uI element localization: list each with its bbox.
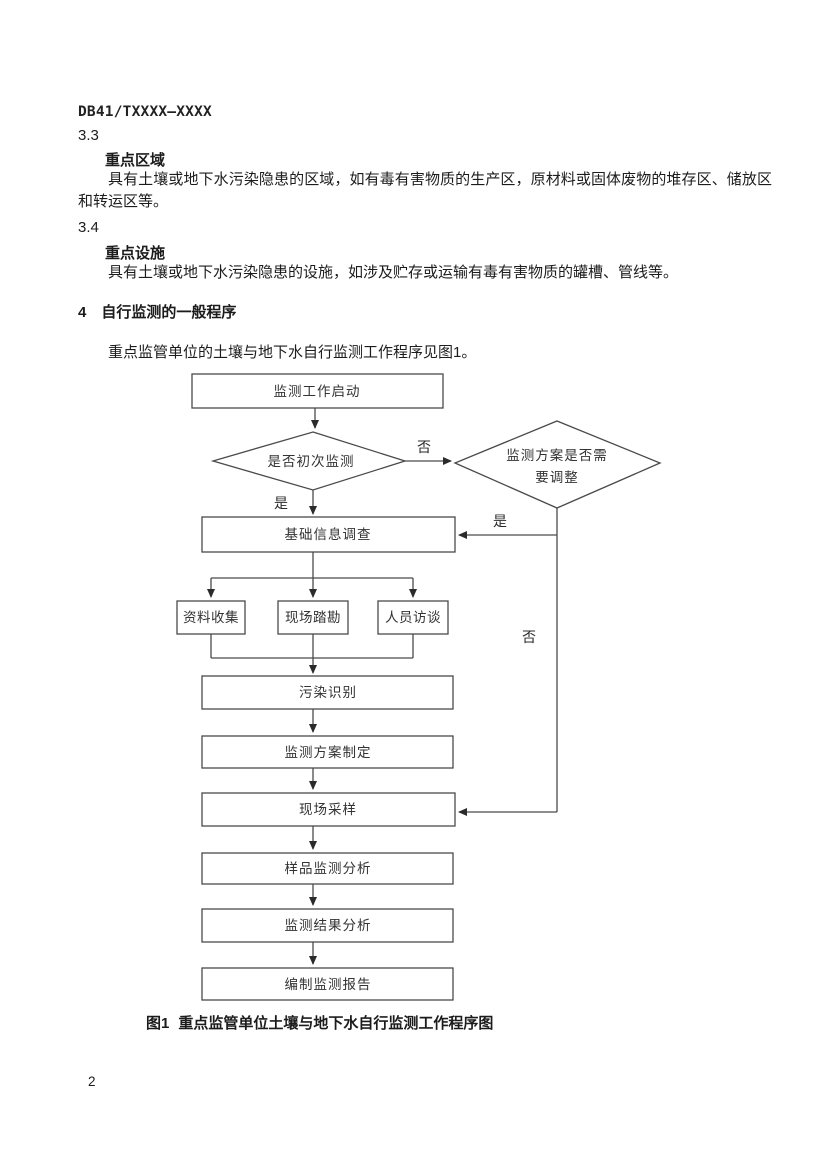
chapter-4-title: 自行监测的一般程序 [101, 304, 237, 321]
site-survey-box [277, 600, 349, 635]
section-3-3-term: 重点区域 [105, 152, 166, 169]
basic-info-box [201, 516, 456, 553]
interview-box-label: 人员访谈 [385, 610, 441, 625]
plan-adjust-decision-label-2: 要调整 [535, 470, 579, 485]
standard-number: DB41/TXXXX—XXXX [78, 104, 212, 120]
report-box-label: 编制监测报告 [285, 977, 372, 992]
report-box [201, 967, 454, 1001]
start-box-label: 监测工作启动 [274, 384, 361, 399]
plan-adjust-decision-label-1: 监测方案是否需 [506, 447, 608, 463]
sample-analysis-box-label: 样品监测分析 [285, 861, 372, 876]
section-3-4-definition: 具有土壤或地下水污染隐患的设施，如涉及贮存或运输有毒有害物质的罐槽、管线等。 [108, 264, 679, 281]
start-box [191, 373, 444, 409]
section-3-4-term: 重点设施 [105, 245, 166, 262]
interview-box [377, 600, 449, 635]
label-no-2: 否 [522, 629, 536, 645]
label-yes-1: 是 [274, 495, 288, 511]
plan-adjust-decision [453, 420, 662, 509]
first-time-decision-label: 是否初次监测 [268, 453, 355, 469]
page-number: 2 [88, 1074, 96, 1089]
label-yes-2: 是 [493, 513, 507, 529]
figure-caption: 图1 重点监管单位土壤与地下水自行监测工作程序图 [146, 1012, 493, 1033]
basic-info-box-label: 基础信息调查 [285, 526, 372, 542]
flowchart-diagram: 监测工作启动 是否初次监测 否 监测方案是否需 要调整 是 基础信息调查 是 否 [176, 373, 662, 1001]
intro-paragraph: 重点监管单位的土壤与地下水自行监测工作程序见图1。 [108, 344, 477, 361]
label-no-1: 否 [417, 439, 431, 455]
sample-analysis-box [201, 852, 454, 885]
site-survey-box-label: 现场踏勘 [285, 610, 341, 625]
section-3-3-definition: 具有土壤或地下水污染隐患的区域，如有毒有害物质的生产区，原材料或固体废物的堆存区… [78, 171, 772, 210]
section-3-3-number: 3.3 [78, 127, 99, 144]
chapter-4-heading: 4 自行监测的一般程序 [78, 301, 236, 322]
data-collection-box-label: 资料收集 [183, 610, 239, 625]
plan-box-label: 监测方案制定 [285, 744, 372, 760]
figure-caption-text: 重点监管单位土壤与地下水自行监测工作程序图 [178, 1015, 494, 1032]
chapter-4-number: 4 [78, 304, 87, 321]
result-analysis-box [201, 908, 454, 943]
sampling-box [201, 792, 456, 827]
pollution-id-box-label: 污染识别 [299, 685, 357, 700]
pollution-id-box [201, 675, 454, 710]
plan-box [201, 735, 454, 769]
sampling-box-label: 现场采样 [299, 802, 357, 817]
figure-caption-label: 图1 [146, 1015, 170, 1032]
section-3-4-number: 3.4 [78, 219, 99, 236]
data-collection-box [176, 600, 246, 635]
result-analysis-box-label: 监测结果分析 [285, 918, 372, 933]
